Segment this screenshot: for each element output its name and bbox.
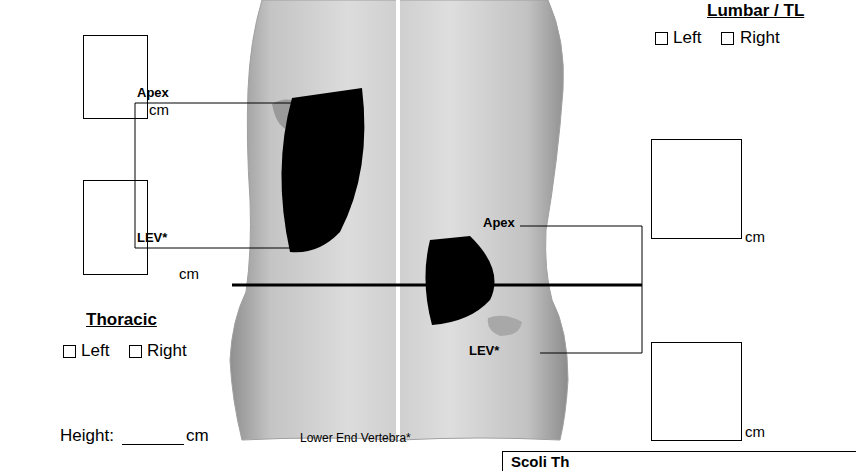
section-heading: Thoracic: [86, 311, 157, 330]
unit-label: cm: [186, 427, 209, 446]
footnote: Lower End Vertebra*: [300, 432, 411, 445]
field-label: Height:: [60, 427, 114, 446]
box-title: Scoli Th: [503, 452, 856, 471]
lev-label: LEV*: [469, 344, 499, 358]
unit-label: cm: [745, 424, 765, 441]
checkbox-label: Right: [147, 342, 187, 361]
apex-label: Apex: [483, 216, 515, 230]
section-heading: Lumbar / TL: [707, 2, 804, 21]
checkbox-label: Right: [740, 29, 780, 48]
unit-label: cm: [149, 102, 169, 119]
lev-label: LEV*: [137, 231, 167, 245]
signature-box: Scoli Th: [502, 451, 856, 471]
apex-label: Apex: [137, 86, 169, 100]
checkbox-label: Left: [81, 342, 109, 361]
unit-label: cm: [745, 229, 765, 246]
unit-label: cm: [179, 266, 199, 283]
checkbox-label: Left: [673, 29, 701, 48]
